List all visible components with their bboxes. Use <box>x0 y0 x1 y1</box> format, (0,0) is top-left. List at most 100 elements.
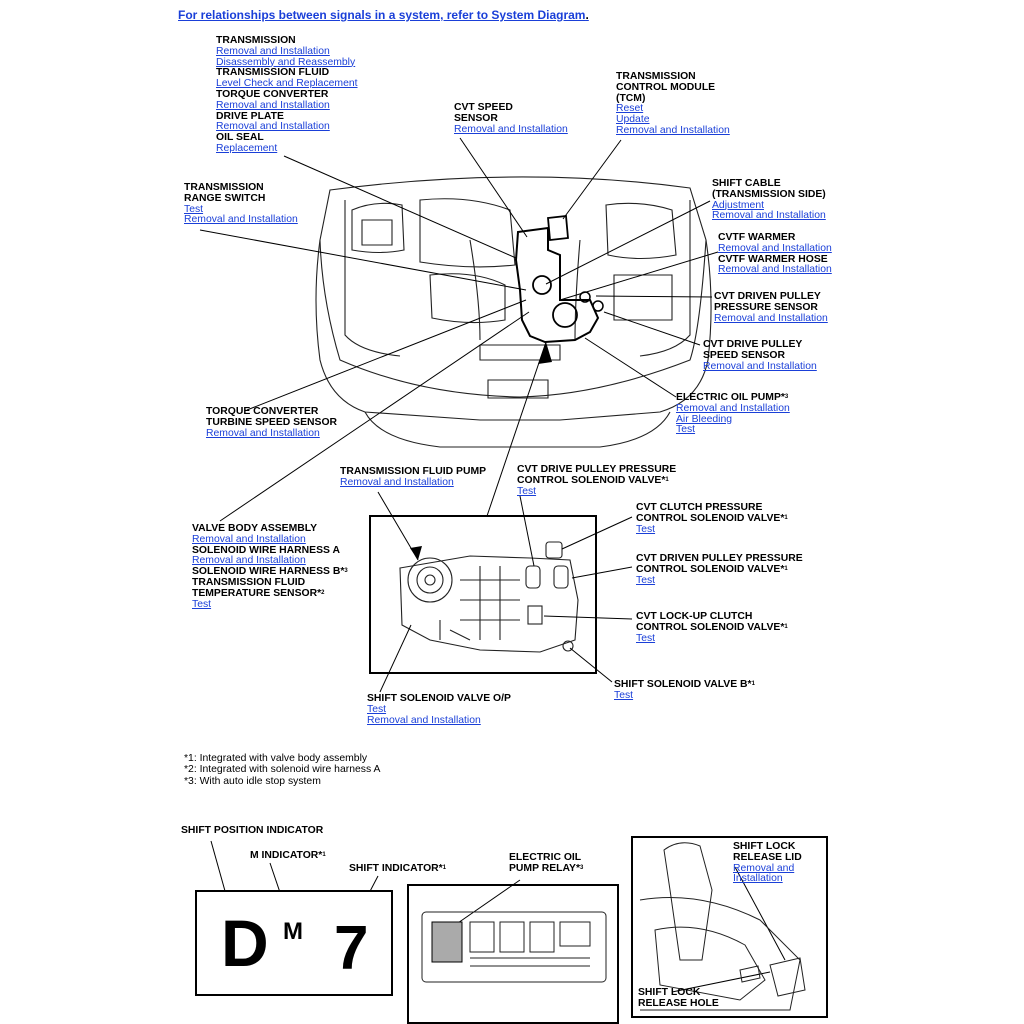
callout-title: TEMPERATURE SENSOR*2 <box>192 587 325 599</box>
oil-pump-air-bleeding-link[interactable]: Air Bleeding <box>676 413 733 425</box>
arrow-heads <box>410 342 552 560</box>
turbine-sensor-removal-link[interactable]: Removal and Installation <box>206 427 320 439</box>
callout-clutch-pressure-valve: CVT CLUTCH PRESSURE CONTROL SOLENOID VAL… <box>636 502 788 535</box>
callout-title: TRANSMISSION FLUID <box>192 576 306 588</box>
callout-driven-pulley-pressure-sensor: CVT DRIVEN PULLEY PRESSURE SENSOR Remova… <box>714 291 828 324</box>
callout-title: SHIFT SOLENOID VALVE O/P <box>367 693 511 704</box>
callout-title: (TRANSMISSION SIDE) <box>712 188 826 200</box>
tcm-reset-link[interactable]: Reset <box>616 103 644 115</box>
shift-lock-hole-callout: SHIFT LOCK RELEASE HOLE <box>638 987 719 1009</box>
shift-solenoid-b-test-link[interactable]: Test <box>614 689 634 701</box>
callout-driven-pulley-pressure-valve: CVT DRIVEN PULLEY PRESSURE CONTROL SOLEN… <box>636 553 803 586</box>
callout-title: TRANSMISSION FLUID PUMP <box>340 466 487 477</box>
callout-title: ELECTRIC OIL PUMP*3 <box>676 392 789 403</box>
callout-title: TORQUE CONVERTER <box>206 406 319 417</box>
footnote-3: *3: With auto idle stop system <box>184 775 321 787</box>
driven-pulley-valve-test-link[interactable]: Test <box>636 574 656 586</box>
fluid-pump-removal-link[interactable]: Removal and Installation <box>340 476 454 488</box>
torque-converter-removal-link[interactable]: Removal and Installation <box>216 99 330 111</box>
display-7: 7 <box>334 914 369 983</box>
fluid-level-check-link[interactable]: Level Check and Replacement <box>216 78 358 90</box>
shift-lock-frame <box>631 836 828 1018</box>
driven-pulley-sensor-removal-link[interactable]: Removal and Installation <box>714 312 828 324</box>
relay-box-frame <box>407 884 619 1024</box>
system-diagram-link[interactable]: For relationships between signals in a s… <box>178 8 589 22</box>
callout-title: SOLENOID WIRE HARNESS B*3 <box>192 566 348 578</box>
callout-title: CVTF WARMER HOSE <box>718 253 828 265</box>
range-switch-removal-link[interactable]: Removal and Installation <box>184 214 298 226</box>
callout-title: CONTROL SOLENOID VALVE*1 <box>636 512 788 524</box>
clutch-valve-test-link[interactable]: Test <box>636 523 656 535</box>
callout-title: TURBINE SPEED SENSOR <box>206 416 338 428</box>
cvt-speed-sensor-removal-link[interactable]: Removal and Installation <box>454 123 568 135</box>
callout-shift-cable: SHIFT CABLE (TRANSMISSION SIDE) Adjustme… <box>712 178 826 222</box>
shift-cable-removal-link[interactable]: Removal and Installation <box>712 210 826 222</box>
callout-title: CVT DRIVEN PULLEY <box>714 291 821 302</box>
callout-title: (TCM) <box>616 92 646 104</box>
footnote-2: *2: Integrated with solenoid wire harnes… <box>184 764 381 776</box>
display-d: D <box>221 906 269 980</box>
callout-cvt-speed-sensor: CVT SPEED SENSOR Removal and Installatio… <box>454 102 568 135</box>
callout-fluid-pump: TRANSMISSION FLUID PUMP Removal and Inst… <box>340 466 487 489</box>
shift-cable-adjustment-link[interactable]: Adjustment <box>712 199 764 211</box>
transmission-fluid-title: TRANSMISSION FLUID <box>216 67 330 79</box>
callout-range-switch: TRANSMISSION RANGE SWITCH Test Removal a… <box>184 182 298 226</box>
harness-a-removal-link[interactable]: Removal and Installation <box>192 555 306 567</box>
callout-title: CONTROL SOLENOID VALVE*1 <box>636 563 788 575</box>
callout-title: CVT LOCK-UP CLUTCH <box>636 611 753 622</box>
hood-outline <box>319 176 707 398</box>
callout-title: SENSOR <box>454 112 498 124</box>
callout-drive-pulley-pressure-valve: CVT DRIVE PULLEY PRESSURE CONTROL SOLENO… <box>517 464 677 497</box>
valve-body-removal-link[interactable]: Removal and Installation <box>192 533 306 545</box>
transmission-title: TRANSMISSION <box>216 35 296 46</box>
transmission-disassembly-link[interactable]: Disassembly and Reassembly <box>216 56 356 68</box>
leader-lines <box>199 137 786 993</box>
callout-title: CONTROL MODULE <box>616 81 716 93</box>
drive-pulley-valve-test-link[interactable]: Test <box>517 485 537 497</box>
oil-seal-title: OIL SEAL <box>216 132 264 144</box>
callout-title: CVT DRIVE PULLEY PRESSURE <box>517 464 677 475</box>
oil-seal-replacement-link[interactable]: Replacement <box>216 142 278 154</box>
range-switch-test-link[interactable]: Test <box>184 203 204 215</box>
callout-shift-solenoid-b: SHIFT SOLENOID VALVE B*1 Test <box>614 679 755 702</box>
cvtf-warmer-removal-link[interactable]: Removal and Installation <box>718 242 832 254</box>
drive-plate-removal-link[interactable]: Removal and Installation <box>216 121 330 133</box>
callout-tc-turbine-speed-sensor: TORQUE CONVERTER TURBINE SPEED SENSOR Re… <box>206 406 338 439</box>
callout-title: CVT SPEED <box>454 102 513 113</box>
callout-title: SHIFT SOLENOID VALVE B*1 <box>614 679 755 690</box>
cvtf-warmer-hose-removal-link[interactable]: Removal and Installation <box>718 264 832 276</box>
callout-lockup-clutch-valve: CVT LOCK-UP CLUTCH CONTROL SOLENOID VALV… <box>636 611 788 644</box>
callout-shift-solenoid-op: SHIFT SOLENOID VALVE O/P Test Removal an… <box>367 693 511 726</box>
relay-label: ELECTRIC OIL PUMP RELAY*3 <box>509 852 584 874</box>
oil-pump-test-link[interactable]: Test <box>676 424 696 436</box>
callout-title: SOLENOID WIRE HARNESS A <box>192 544 340 556</box>
shift-lock-lid-removal-link[interactable]: Removal and <box>733 862 795 874</box>
callout-title: SPEED SENSOR <box>703 349 785 361</box>
valve-body-frame <box>369 515 597 674</box>
callout-title: RANGE SWITCH <box>184 192 266 204</box>
tcm-removal-link[interactable]: Removal and Installation <box>616 124 730 136</box>
callout-title: SHIFT CABLE <box>712 178 781 189</box>
callout-title: VALVE BODY ASSEMBLY <box>192 523 318 534</box>
valve-body-drawing <box>399 541 579 653</box>
shift-position-indicator-label: SHIFT POSITION INDICATOR <box>181 825 324 836</box>
callout-title: CVT DRIVE PULLEY <box>703 339 803 350</box>
transmission-removal-link[interactable]: Removal and Installation <box>216 45 330 57</box>
oil-pump-removal-link[interactable]: Removal and Installation <box>676 402 790 414</box>
drive-plate-title: DRIVE PLATE <box>216 110 284 122</box>
callout-transmission-group: TRANSMISSION Removal and Installation Di… <box>216 35 358 155</box>
temp-sensor-test-link[interactable]: Test <box>192 598 212 610</box>
callout-drive-pulley-speed-sensor: CVT DRIVE PULLEY SPEED SENSOR Removal an… <box>703 339 817 372</box>
shift-lock-lid-installation-link[interactable]: Installation <box>733 873 783 885</box>
shifter-drawing <box>639 842 806 1011</box>
shift-indicator-display: D M 7 <box>195 890 393 996</box>
shift-solenoid-op-removal-link[interactable]: Removal and Installation <box>367 714 481 726</box>
lockup-valve-test-link[interactable]: Test <box>636 632 656 644</box>
display-m: M <box>283 918 303 945</box>
shift-indicator-label: SHIFT INDICATOR*1 <box>349 863 447 874</box>
tcm-update-link[interactable]: Update <box>616 114 650 126</box>
shift-solenoid-op-test-link[interactable]: Test <box>367 703 387 715</box>
callout-title: TRANSMISSION <box>616 71 696 82</box>
drive-pulley-sensor-removal-link[interactable]: Removal and Installation <box>703 360 817 372</box>
